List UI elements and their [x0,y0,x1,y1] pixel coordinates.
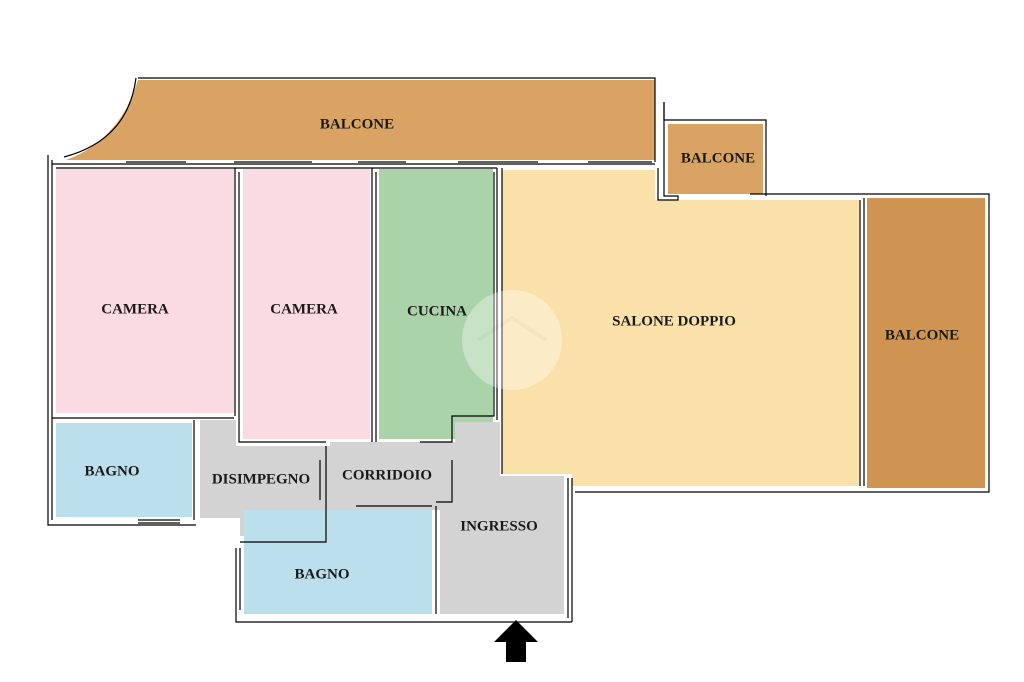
camera-2-area [243,169,370,439]
balcone-small-label: BALCONE [681,150,755,166]
balcony-small-area [668,124,763,194]
ingresso-label: INGRESSO [460,518,538,534]
watermark-logo-icon [462,290,562,390]
cucina-area [379,169,493,439]
balcony-top-area [66,80,655,160]
balcony-right-area [867,198,985,488]
camera-2-label: CAMERA [270,301,338,317]
bagno-1-label: BAGNO [84,463,139,479]
bagno-2-area [244,510,432,614]
bagno-2-label: BAGNO [294,566,349,582]
salone-label: SALONE DOPPIO [612,313,736,329]
balcone-top-label: BALCONE [320,116,394,132]
camera-1-area [56,169,234,413]
cucina-label: CUCINA [407,303,467,319]
camera-1-label: CAMERA [101,301,169,317]
salone-area [502,170,859,486]
hall-area [200,420,564,614]
bagno-1-area [56,423,192,517]
disimpegno-label: DISIMPEGNO [212,471,310,487]
balcone-right-label: BALCONE [885,327,959,343]
entrance-arrow-icon [494,620,538,662]
corridoio-label: CORRIDOIO [342,467,432,483]
